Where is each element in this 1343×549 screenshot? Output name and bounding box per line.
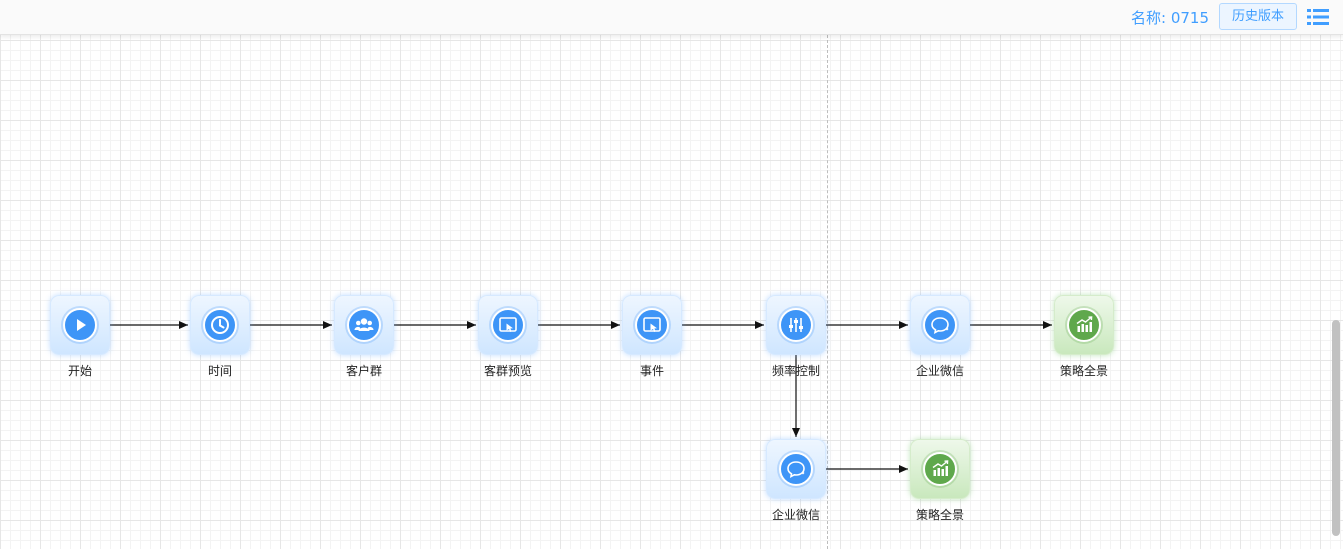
users-icon [347,308,381,342]
play-icon [63,308,97,342]
node-label: 事件 [639,364,664,378]
flow-node-strategy-2[interactable]: 策略全景 [910,439,970,522]
toolbar: 名称: 0715 历史版本 [0,0,1343,35]
node-label: 企业微信 [771,508,820,522]
node-label: 客群预览 [483,364,532,378]
flow-node-frequency-control[interactable]: 频率控制 [766,295,826,378]
touch-screen-icon [635,308,669,342]
node-label: 策略全景 [915,508,964,522]
flow-node-event[interactable]: 事件 [622,295,682,378]
flow-node-start[interactable]: 开始 [50,295,110,378]
flow-canvas[interactable] [0,35,1343,549]
node-label: 策略全景 [1059,364,1108,378]
flow-node-customer-group[interactable]: 客户群 [334,295,394,378]
touch-screen-icon [491,308,525,342]
history-version-button[interactable]: 历史版本 [1219,3,1297,30]
list-icon[interactable] [1307,8,1329,26]
flow-node-strategy-1[interactable]: 策略全景 [1054,295,1114,378]
node-box [766,295,826,355]
page-boundary-line [827,35,828,549]
bar-chart-trend-icon [923,452,957,486]
chat-bubble-icon [923,308,957,342]
vertical-scrollbar[interactable] [1332,320,1340,536]
bar-chart-trend-icon [1067,308,1101,342]
flow-node-wecom-2[interactable]: 企业微信 [766,439,826,522]
node-label: 频率控制 [771,364,820,378]
node-label: 客户群 [345,364,382,378]
flow-name-label: 名称: 0715 [1131,9,1209,27]
chat-bubble-icon [779,452,813,486]
flow-node-wecom-1[interactable]: 企业微信 [910,295,970,378]
flow-node-group-preview[interactable]: 客群预览 [478,295,538,378]
node-label: 企业微信 [915,364,964,378]
flow-node-time[interactable]: 时间 [190,295,250,378]
node-label: 时间 [207,364,232,378]
clock-icon [203,308,237,342]
sliders-icon [779,308,813,342]
node-label: 开始 [67,364,92,378]
